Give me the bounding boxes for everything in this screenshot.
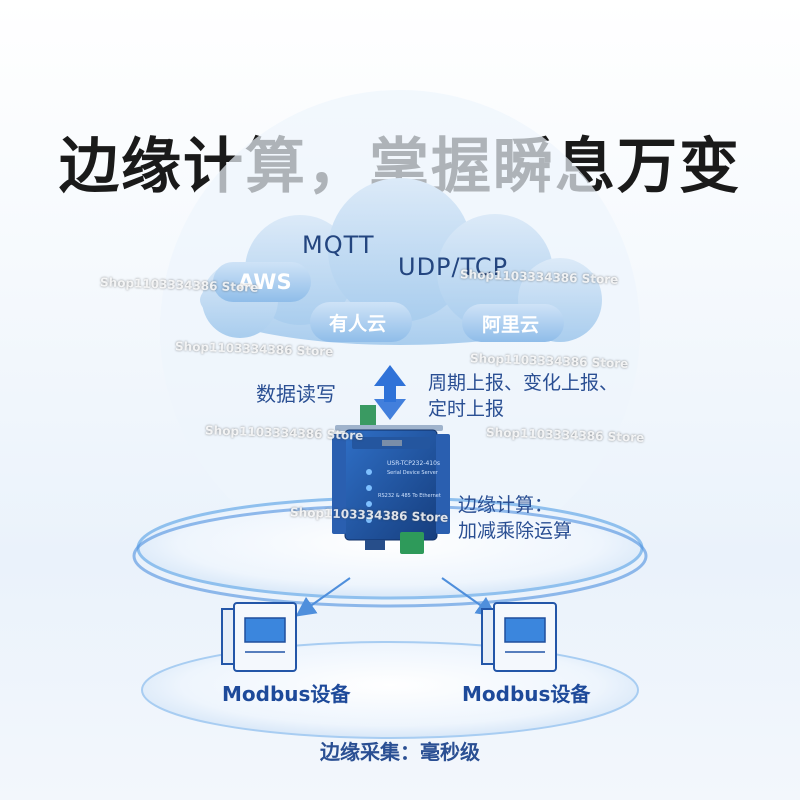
report-label-line1: 周期上报、变化上报、	[428, 372, 619, 394]
gateway-subtitle: Serial Device Server	[387, 470, 439, 476]
modbus-device-left-icon	[221, 602, 297, 672]
edge-collect-label: 边缘采集：毫秒级	[320, 740, 480, 764]
arrow-to-right-device	[441, 577, 497, 617]
read-write-label: 数据读写	[256, 382, 336, 406]
edge-compute-label-line1: 边缘计算：	[458, 494, 554, 516]
modbus-device-left-label: Modbus设备	[222, 682, 351, 706]
gateway-port-label: RS232 & 485 To Ethernet	[378, 493, 441, 499]
aliyun-label: 阿里云	[482, 314, 540, 336]
usr-cloud-pill	[310, 302, 412, 342]
aliyun-pill	[462, 304, 564, 342]
aws-pill	[213, 262, 311, 302]
modbus-device-right-label: Modbus设备	[462, 682, 591, 706]
report-label-line2: 定时上报	[428, 398, 505, 420]
gateway-model: USR-TCP232-410s	[387, 460, 440, 467]
usr-cloud-label: 有人云	[329, 313, 387, 335]
arrow-to-left-device	[295, 577, 351, 617]
modbus-device-right-icon	[481, 602, 557, 672]
udp-tcp-label: UDP/TCP	[398, 253, 509, 281]
aws-label: AWS	[238, 270, 292, 294]
gateway-device	[332, 405, 450, 554]
edge-compute-label-line2: 加减乘除运算	[458, 520, 573, 542]
mqtt-label: MQTT	[302, 231, 375, 259]
bidirectional-arrow-icon	[374, 365, 406, 420]
